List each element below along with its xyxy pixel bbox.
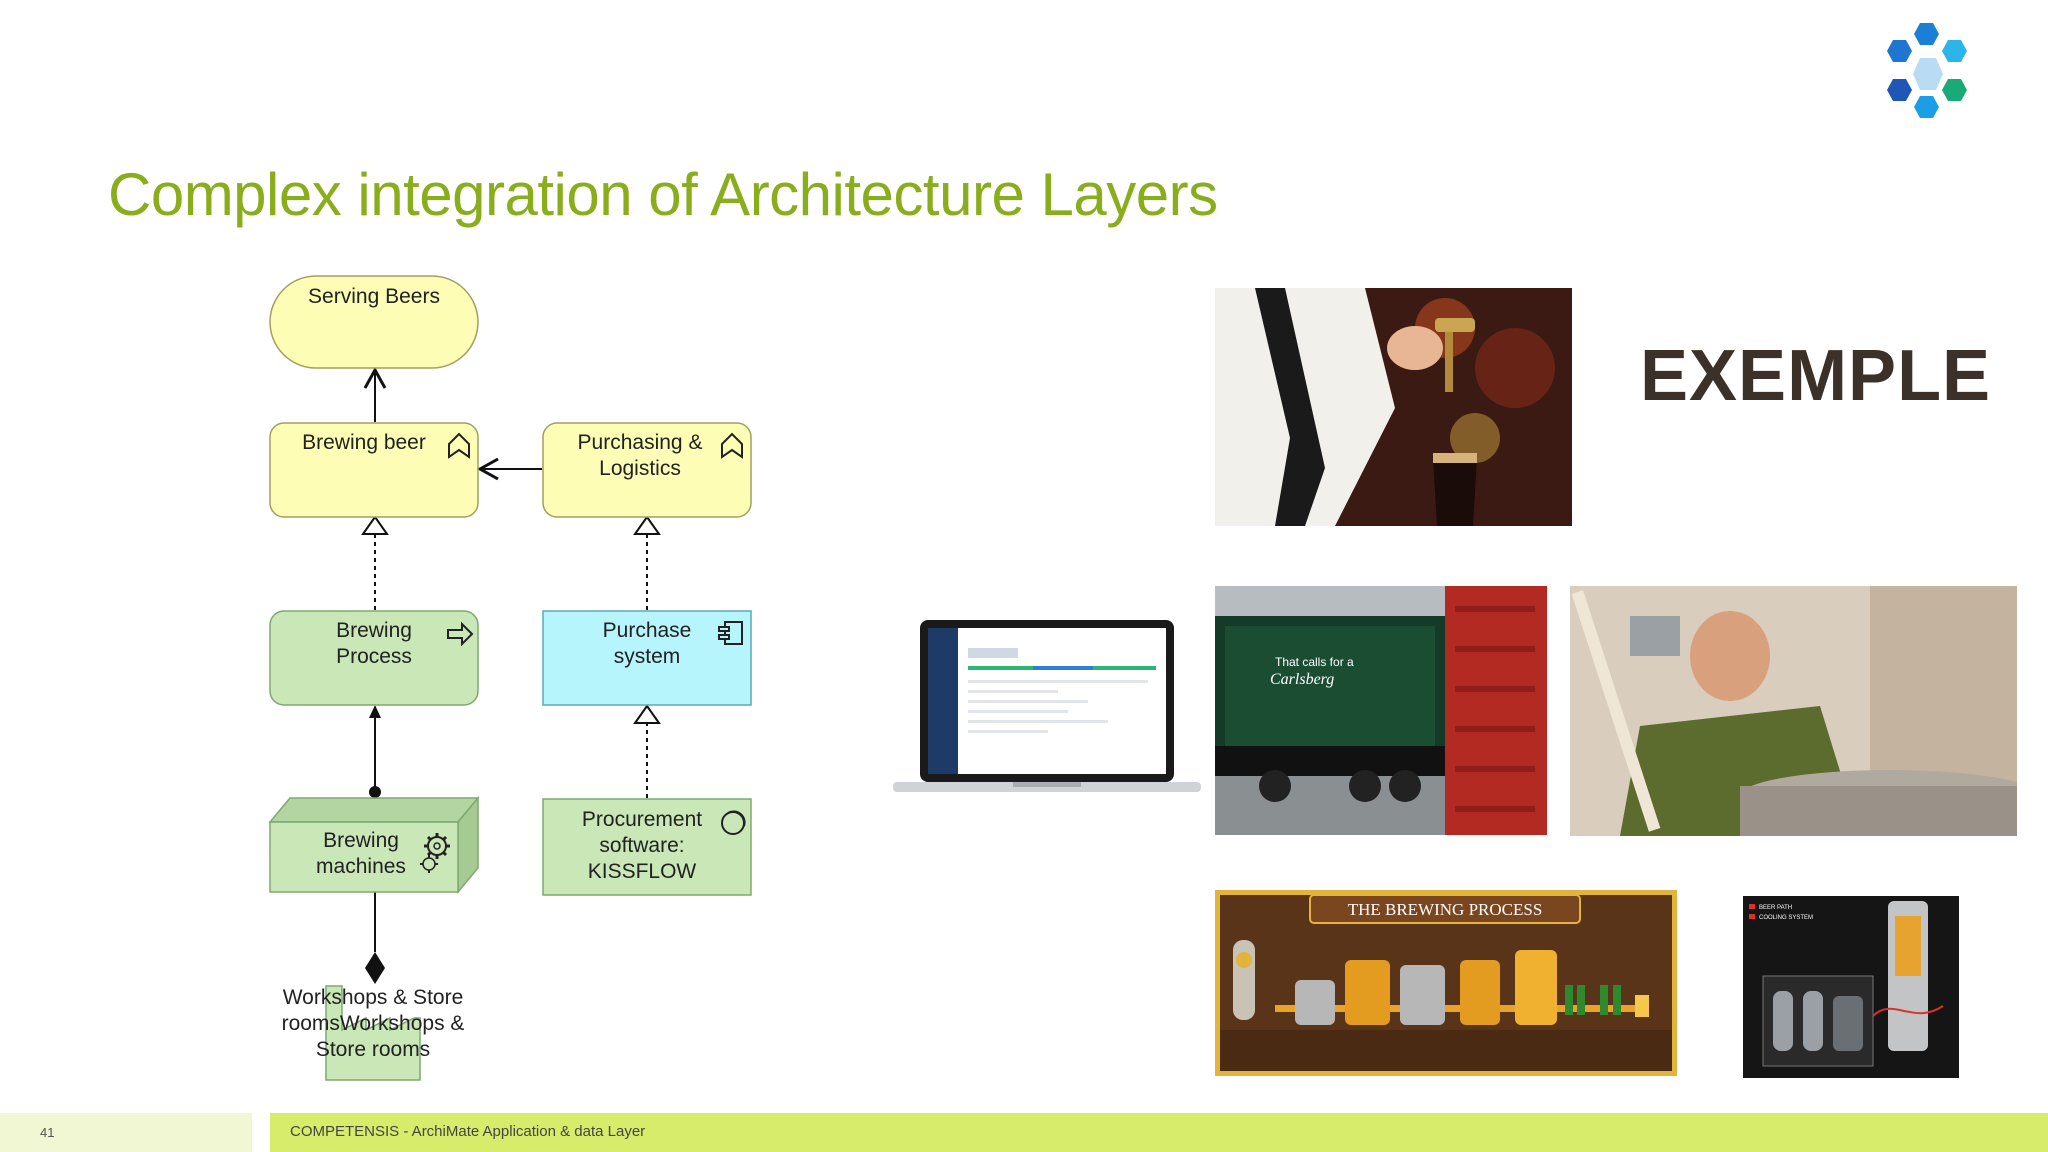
workshops-label: Workshops & Store roomsWorkshops & Store… — [281, 986, 465, 1061]
realization-arrowhead — [633, 704, 661, 724]
purchasing-shape — [542, 422, 752, 518]
brewing-beer-node: Brewing beer — [270, 430, 478, 456]
brewing-process-node: Brewing Process — [270, 618, 478, 670]
brewing-machines-top — [268, 797, 480, 823]
component-icon — [724, 621, 743, 645]
truck-brand-text: Carlsberg — [1270, 671, 1334, 688]
assignment-dot — [369, 786, 381, 798]
procurement-software-node: Procurement software: KISSFLOW — [543, 807, 751, 885]
brewing-machines-shape — [269, 821, 459, 893]
purchasing-logistics-label: Purchasing & Logistics — [577, 431, 703, 480]
brewing-process-infographic: THE BREWING PROCESS — [1215, 890, 1677, 1076]
function-icon — [448, 432, 470, 459]
purchase-system-label: Purchase system — [602, 619, 692, 668]
serving-beers-shape — [269, 275, 479, 369]
slide-title: Complex integration of Architecture Laye… — [108, 161, 1218, 228]
assignment-arrowhead — [369, 705, 381, 718]
brewing-machines-node: Brewing machines — [270, 828, 452, 880]
function-icon — [721, 432, 743, 459]
footer-page-area — [0, 1113, 252, 1152]
cooling-system-label: COOLING SYSTEM — [1759, 915, 1813, 921]
cooling-system-photo: BEER PATH COOLING SYSTEM — [1743, 896, 1959, 1078]
serving-beers-label: Serving Beers — [308, 285, 440, 308]
archimate-diagram: Serving Beers Brewing beer Purchasing & … — [0, 0, 820, 1120]
brewer-photo — [1570, 586, 2017, 836]
truck-slogan-text: That calls for a — [1275, 655, 1354, 669]
brewing-beer-shape — [269, 422, 479, 518]
infographic-title: THE BREWING PROCESS — [1348, 900, 1543, 919]
procurement-software-label: Procurement software: KISSFLOW — [581, 808, 703, 883]
footer-text: COMPETENSIS - ArchiMate Application & da… — [290, 1123, 646, 1140]
purchase-system-node: Purchase system — [543, 618, 751, 670]
process-icon — [447, 621, 474, 647]
example-label: EXEMPLE — [1640, 336, 1992, 416]
brewing-process-shape — [269, 610, 479, 706]
laptop-image — [893, 618, 1201, 796]
brewing-machines-label: Brewing machines — [316, 829, 406, 878]
realization-arrowhead — [361, 515, 389, 535]
brewing-process-label: Brewing Process — [336, 619, 412, 668]
page-number: 41 — [40, 1125, 55, 1140]
competensis-logo — [1876, 18, 2016, 130]
gear-icon — [424, 833, 450, 859]
purchasing-logistics-node: Purchasing & Logistics — [543, 430, 751, 482]
delivery-truck-photo: That calls for a Carlsberg — [1215, 586, 1547, 835]
footer-bar — [270, 1113, 2048, 1152]
workshops-node: Workshops & Store roomsWorkshops & Store… — [262, 985, 484, 1063]
facility-shape — [325, 985, 421, 1081]
brewing-beer-label: Brewing beer — [302, 431, 426, 454]
procurement-software-shape — [542, 798, 752, 896]
gear-icon — [420, 855, 438, 873]
serving-beers-node: Serving Beers — [270, 284, 478, 310]
realization-arrowhead — [633, 515, 661, 535]
purchase-system-shape — [542, 610, 752, 706]
composition-diamond — [365, 952, 385, 984]
bartender-photo — [1215, 288, 1572, 526]
diagram-connectors — [268, 275, 752, 1081]
beer-path-label: BEER PATH — [1759, 905, 1792, 911]
